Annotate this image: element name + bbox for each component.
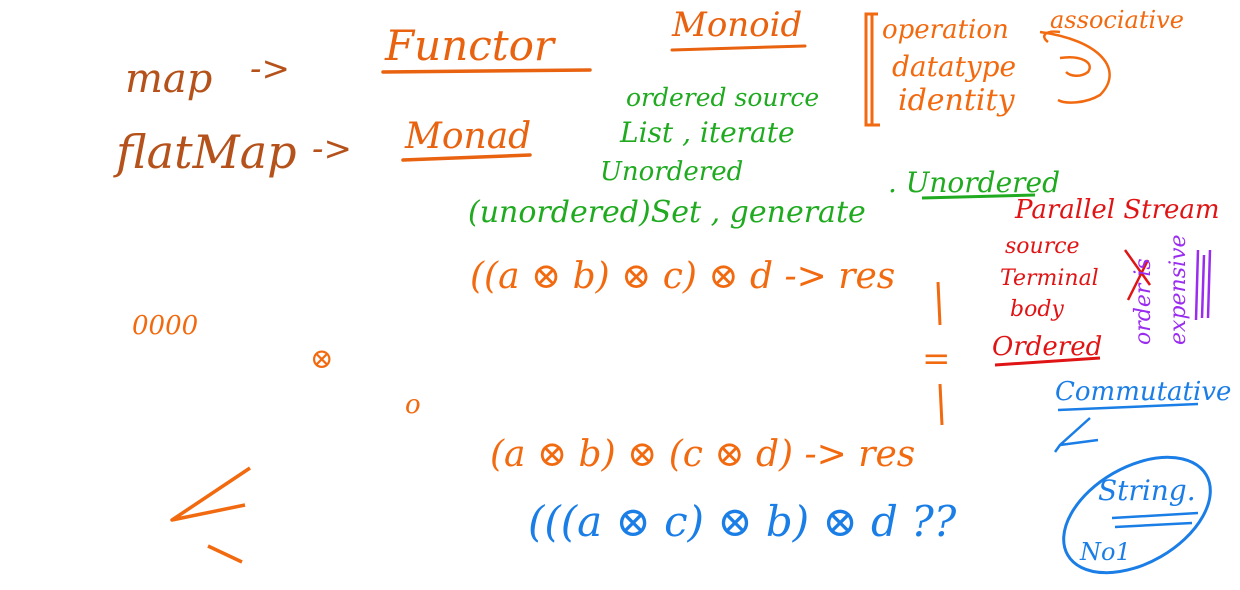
note-monad: Monad	[404, 116, 531, 157]
note-arrow-flatmap: ->	[312, 129, 352, 169]
functor-underline	[381, 68, 592, 74]
string-circle	[1062, 455, 1212, 575]
note-body: body	[1010, 297, 1064, 322]
monoid-underline	[670, 44, 807, 52]
note-terminal: Terminal	[1000, 266, 1099, 291]
ordered-underline	[994, 356, 1101, 367]
note-expr-1: ((a ⊗ b) ⊗ c) ⊗ d -> res	[470, 256, 895, 297]
note-associative: associative	[1050, 6, 1184, 34]
commutative-underline	[1057, 402, 1199, 412]
note-operation: operation	[882, 15, 1009, 45]
note-unordered-2: . Unordered	[888, 166, 1060, 199]
note-equals: =	[922, 339, 951, 379]
note-ordered: Ordered	[992, 332, 1102, 362]
note-parallel-stream: Parallel Stream	[1014, 195, 1220, 225]
unordered-underline	[921, 193, 1036, 200]
note-circles: 0000	[132, 311, 198, 341]
note-otimes: ⊗	[310, 342, 333, 375]
note-order-is: order is	[1131, 258, 1156, 345]
string-underlines	[1111, 511, 1199, 529]
note-source: source	[1005, 234, 1080, 259]
note-string: String.	[1098, 474, 1196, 507]
note-no1: No1	[1079, 538, 1131, 566]
note-identity: identity	[898, 83, 1016, 118]
link-line-bottom	[938, 383, 944, 426]
commutative-arrow	[1053, 417, 1099, 453]
note-flatmap: flatMap	[113, 125, 297, 179]
red-cross-mark	[1123, 249, 1152, 301]
note-functor: Functor	[384, 21, 557, 70]
note-unordered-set: (unordered)Set , generate	[468, 195, 866, 230]
monoid-loop-arrow	[1039, 30, 1111, 104]
monad-underline	[401, 153, 532, 162]
note-datatype: datatype	[892, 50, 1016, 83]
note-ordered-source: ordered source	[626, 83, 819, 112]
note-map: map	[125, 56, 212, 102]
note-expensive: expensive	[1166, 235, 1191, 345]
note-small-circle: o	[405, 390, 421, 420]
note-expr-3: (((a ⊗ c) ⊗ b) ⊗ d ??	[528, 497, 957, 546]
note-monoid: Monoid	[671, 5, 802, 45]
link-line-top	[936, 281, 942, 326]
note-list-iterate: List , iterate	[619, 116, 795, 149]
note-arrow-map: ->	[250, 49, 290, 89]
note-commutative: Commutative	[1055, 377, 1231, 407]
note-expr-2: (a ⊗ b) ⊗ (c ⊗ d) -> res	[490, 434, 915, 475]
less-than-mark	[170, 466, 251, 522]
purple-underlines	[1194, 249, 1212, 321]
note-unordered-1: Unordered	[600, 157, 743, 187]
